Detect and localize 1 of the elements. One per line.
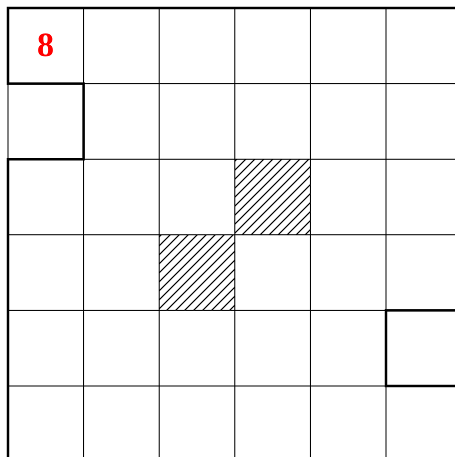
- clue-number: 8: [37, 28, 54, 62]
